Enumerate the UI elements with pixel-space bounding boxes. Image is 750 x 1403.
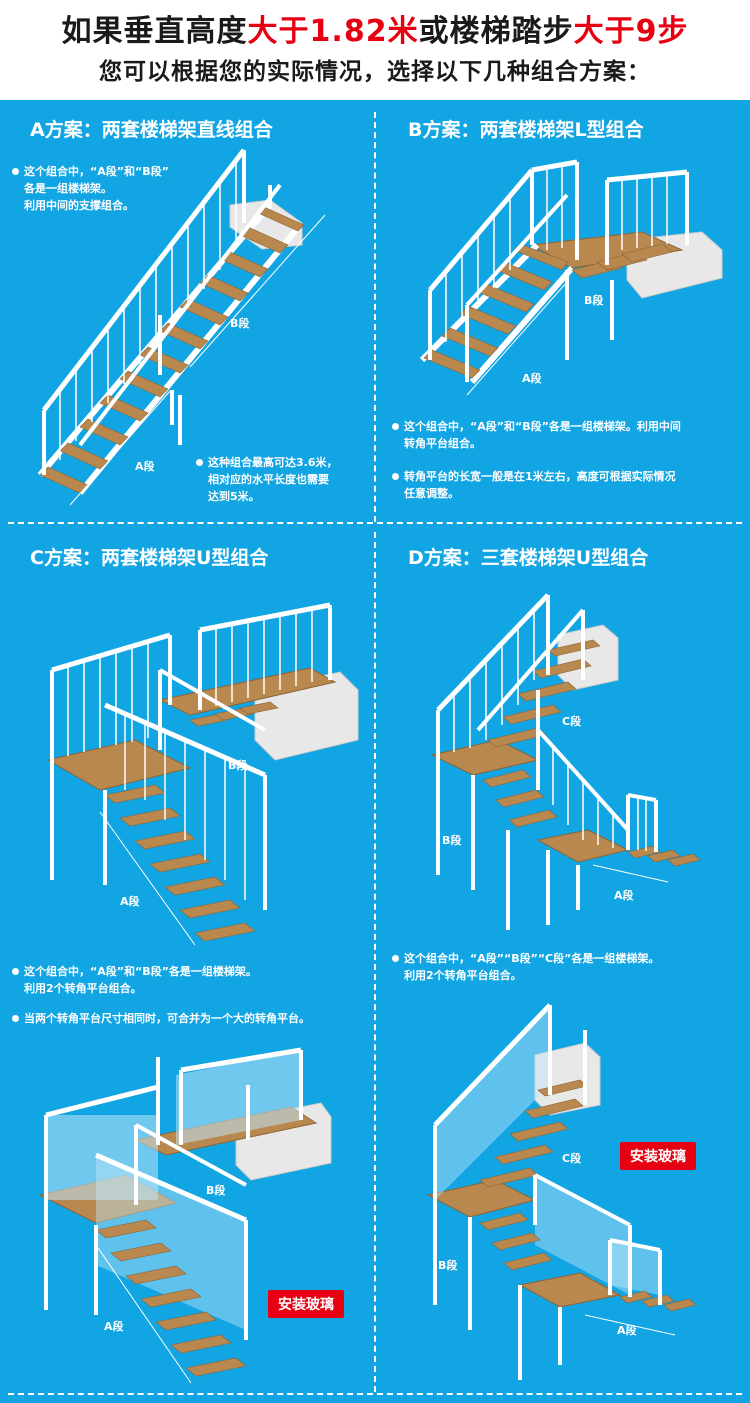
headline-part1: 如果垂直高度 [61,14,248,49]
header: 如果垂直高度大于1.82米或楼梯踏步大于9步 您可以根据您的实际情况，选择以下几… [0,0,750,100]
section-b-title: B方案：两套楼梯架L型组合 [408,119,644,141]
section-d-label-a: A段 [614,889,634,902]
bullet-icon [12,1014,19,1022]
section-c-title: C方案：两套楼梯架U型组合 [30,547,269,569]
headline-red-steps: 大于9步 [573,14,689,49]
subheadline: 您可以根据您的实际情况，选择以下几种组合方案： [99,59,651,85]
headline-red-height: 大于1.82米 [247,14,419,49]
section-d-note1: 这个组合中，“A段”“B段”“C段”各是一组楼梯架。 利用2个转角平台组合。 [392,950,659,984]
divider-vertical-top [374,112,376,522]
section-a-title: A方案：两套楼梯架直线组合 [30,119,273,141]
section-d-glass-badge: 安装玻璃 [620,1142,696,1170]
section-a-note1: 这个组合中，“A段”和“B段” 各是一组楼梯架。 利用中间的支撑组合。 [12,163,169,214]
divider-horizontal-middle [8,522,742,524]
bullet-icon [392,954,399,962]
section-d-label-c2: C段 [562,1152,582,1165]
headline: 如果垂直高度大于1.82米或楼梯踏步大于9步 [0,6,750,50]
section-d-label-c: C段 [562,715,582,728]
section-d-glass-stair-illustration [426,1003,697,1380]
bullet-icon [196,458,203,466]
section-c-stair-illustration [46,602,359,946]
section-a-label-b: B段 [230,317,250,330]
bullet-icon [12,167,19,175]
divider-horizontal-bottom [8,1393,742,1395]
section-d-label-b2: B段 [438,1259,458,1272]
section-c-label-b: B段 [228,759,248,772]
section-b-label-b: B段 [584,294,604,307]
section-a-stair-illustration [37,148,326,506]
section-a-note2: 这种组合最高可达3.6米， 相对应的水平长度也需要 达到5米。 [196,454,338,505]
headline-part2: 或楼梯踏步 [418,14,574,49]
section-c-label-a: A段 [120,895,140,908]
bullet-icon [392,472,399,480]
section-d-stair-illustration [430,593,701,930]
section-d-title: D方案：三套楼梯架U型组合 [408,547,649,569]
section-c-glass-stair-illustration [38,1047,332,1384]
section-a-label-a: A段 [135,460,155,473]
section-d-label-a2: A段 [617,1324,637,1337]
section-b-label-a: A段 [522,372,542,385]
section-b-note1: 这个组合中，“A段”和“B段”各是一组楼梯架。利用中间 转角平台组合。 [392,418,681,452]
section-c-label-b2: B段 [206,1184,226,1197]
section-c-label-a2: A段 [104,1320,124,1333]
bullet-icon [12,967,19,975]
section-c-note1: 这个组合中，“A段”和“B段”各是一组楼梯架。 利用2个转角平台组合。 [12,963,257,997]
section-c-glass-badge: 安装玻璃 [268,1290,344,1318]
bullet-icon [392,422,399,430]
section-c-note2: 当两个转角平台尺寸相同时，可合并为一个大的转角平台。 [12,1010,310,1027]
divider-vertical-bottom [374,532,376,1392]
section-d-label-b: B段 [442,834,462,847]
section-b-note2: 转角平台的长宽一般是在1米左右，高度可根据实际情况 任意调整。 [392,468,676,502]
section-b-stair-illustration [419,159,723,396]
